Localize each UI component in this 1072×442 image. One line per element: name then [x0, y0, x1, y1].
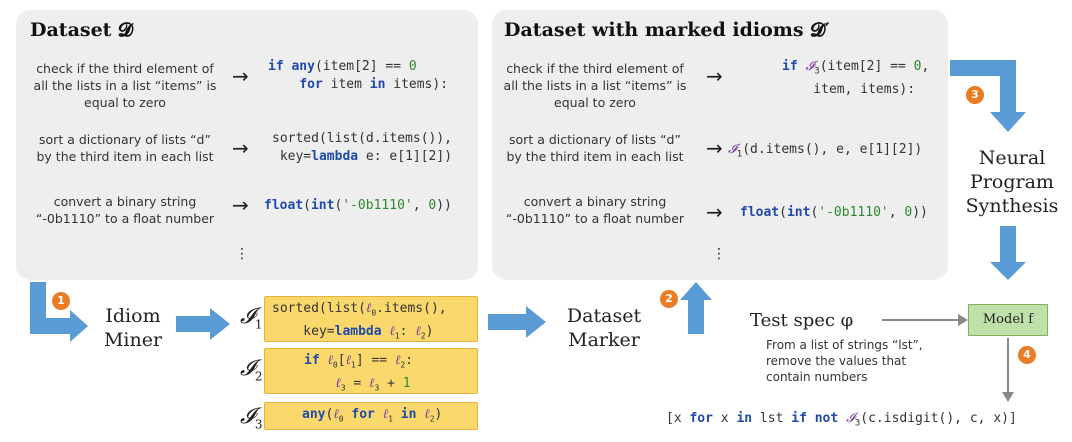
- model-box: Model f: [968, 304, 1048, 336]
- idiom-box-2: [264, 348, 478, 394]
- test-spec-desc: From a list of strings “lst”,remove the …: [766, 338, 923, 384]
- right-code-2: 𝓘1(d.items(), e, e[1][2]): [728, 142, 923, 160]
- step-badge-4: 4: [1018, 346, 1036, 364]
- left-arrow-1: →: [232, 64, 249, 88]
- idiom-box-3: [264, 402, 478, 430]
- right-arrow-3: →: [706, 200, 723, 224]
- left-arrow-2: →: [232, 136, 249, 160]
- idiom-label-1: 𝓘1: [240, 304, 263, 332]
- right-code-3: float(int('-0b1110', 0)): [740, 205, 928, 220]
- marked-dataset-panel: [492, 10, 948, 280]
- left-arrow-3: →: [232, 193, 249, 217]
- idiom-label-3: 𝓘3: [240, 404, 263, 432]
- left-code-3: float(int('-0b1110', 0)): [264, 198, 452, 213]
- right-desc-2: sort a dictionary of lists “d”by the thi…: [506, 132, 684, 164]
- dataset-title: Dataset 𝓓: [30, 19, 133, 41]
- right-desc-3: convert a binary string“-0b1110” to a fl…: [505, 194, 685, 226]
- step-badge-2: 2: [660, 290, 678, 308]
- left-code-1: if any(item[2] == 0 for item in items):: [268, 59, 449, 92]
- marked-dataset-title: Dataset with marked idioms 𝓓′: [504, 19, 830, 41]
- idiom-box-1: [264, 296, 478, 342]
- arrow-step-1: [30, 282, 88, 342]
- left-desc-2: sort a dictionary of lists “d”by the thi…: [36, 132, 214, 164]
- dataset-panel: [16, 10, 478, 280]
- arrow-idioms-to-marker: [488, 306, 546, 338]
- step-badge-3: 3: [966, 86, 984, 104]
- right-arrow-1: →: [706, 64, 723, 88]
- idiom-code-3: any(ℓ0 for ℓ1 in ℓ2): [302, 407, 443, 424]
- right-arrow-2: →: [706, 136, 723, 160]
- arrow-miner-to-idioms: [176, 308, 230, 340]
- test-spec-label: Test spec φ: [750, 310, 854, 331]
- left-code-2: sorted(list(d.items()), key=lambda e: e[…: [272, 131, 453, 164]
- arrow-synthesis-to-model: [990, 226, 1026, 280]
- arrow-step-3: [950, 60, 1026, 132]
- step-badge-1: 1: [52, 292, 70, 310]
- left-desc-3: convert a binary string“-0b1110” to a fl…: [35, 194, 215, 226]
- idiom-label-2: 𝓘2: [240, 356, 263, 384]
- idiom-code-2: if ℓ0[ℓ1] == ℓ2: ℓ3 = ℓ3 + 1: [304, 353, 414, 393]
- arrow-step-2: [680, 282, 712, 334]
- right-code-1: if 𝓘3(item[2] == 0, item, items):: [782, 59, 930, 97]
- output-code: [x for x in lst if not 𝓘3(c.isdigit(), c…: [666, 411, 1017, 429]
- idiom-code-1: sorted(list(ℓ0.items(), key=lambda ℓ1: ℓ…: [272, 301, 447, 341]
